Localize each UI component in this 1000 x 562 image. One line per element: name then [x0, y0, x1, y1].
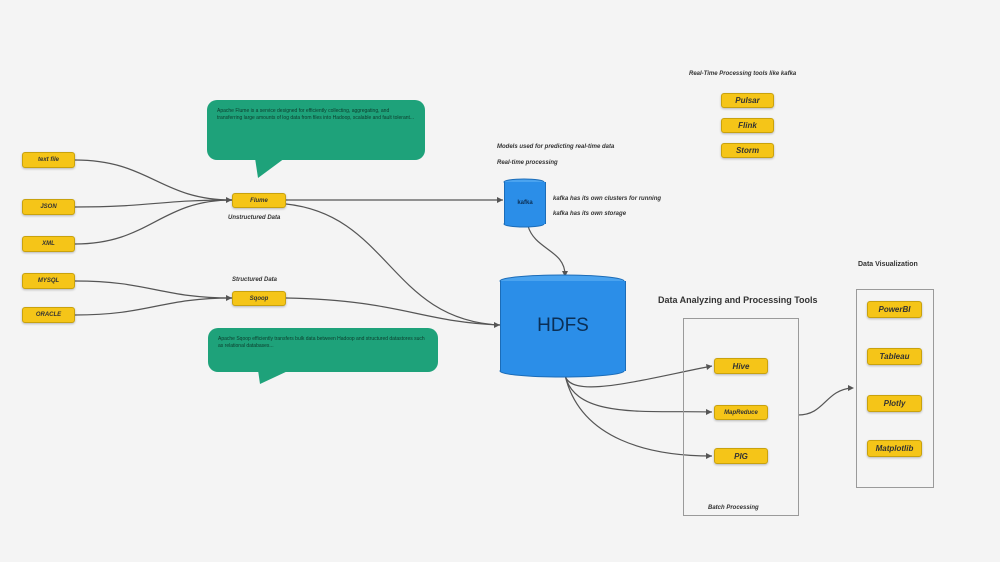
sqoop-caption: Structured Data: [232, 277, 278, 283]
edge-textfile-flume: [74, 159, 233, 201]
kafka-models-text: Models used for predicting real-time dat…: [497, 144, 615, 150]
kafka-note-clusters: kafka has its own clusters for running: [553, 196, 662, 202]
flume-caption: Unstructured Data: [228, 215, 281, 221]
source-xml: XML: [22, 236, 75, 252]
realtime-title: Real-Time Processing tools like kafka: [689, 71, 797, 77]
edge-kafka-hdfs: [527, 225, 566, 276]
viz-title: Data Visualization: [858, 261, 918, 268]
edge-oracle-sqoop: [74, 297, 233, 316]
viz-tool-powerbi: PowerBI: [867, 301, 922, 318]
batch-processing-box: [683, 318, 799, 516]
batch-tool-mapreduce: MapReduce: [714, 405, 768, 420]
viz-tool-matplotlib: Matplotlib: [867, 440, 922, 457]
kafka-realtime-text: Real-time processing: [497, 160, 558, 166]
kafka-cylinder: kafka: [504, 182, 546, 224]
sqoop-description-callout: Apache Sqoop efficiently transfers bulk …: [208, 328, 438, 372]
batch-tool-hive: Hive: [714, 358, 768, 374]
source-mysql: MYSQL: [22, 273, 75, 289]
batch-title: Data Analyzing and Processing Tools: [658, 295, 818, 305]
source-text-file: text file: [22, 152, 75, 168]
edge-json-flume: [74, 199, 233, 208]
realtime-tool-flink: Flink: [721, 118, 774, 133]
viz-box: [856, 289, 934, 488]
kafka-note-storage: kafka has its own storage: [553, 211, 627, 217]
batch-caption: Batch Processing: [708, 505, 759, 511]
edge-flume-hdfs: [285, 203, 501, 326]
sqoop-node: Sqoop: [232, 291, 286, 306]
realtime-tool-storm: Storm: [721, 143, 774, 158]
realtime-tool-pulsar: Pulsar: [721, 93, 774, 108]
viz-tool-tableau: Tableau: [867, 348, 922, 365]
flume-node: Flume: [232, 193, 286, 208]
viz-tool-plotly: Plotly: [867, 395, 922, 412]
edge-sqoop-hdfs: [285, 297, 501, 326]
edge-hdfs-pig: [564, 374, 713, 457]
sqoop-callout-tail: [258, 370, 290, 384]
source-json: JSON: [22, 199, 75, 215]
batch-tool-pig: PIG: [714, 448, 768, 464]
hdfs-storage: HDFS: [500, 281, 626, 371]
edge-mysql-sqoop: [74, 280, 233, 299]
edge-hdfs-mapreduce: [564, 374, 713, 413]
source-oracle: ORACLE: [22, 307, 75, 323]
flume-description-callout: Apache Flume is a service designed for e…: [207, 100, 425, 160]
edge-batch-viz: [797, 387, 853, 416]
edge-xml-flume: [74, 199, 233, 245]
edge-hdfs-hive: [564, 365, 713, 388]
flume-callout-tail: [255, 158, 285, 178]
